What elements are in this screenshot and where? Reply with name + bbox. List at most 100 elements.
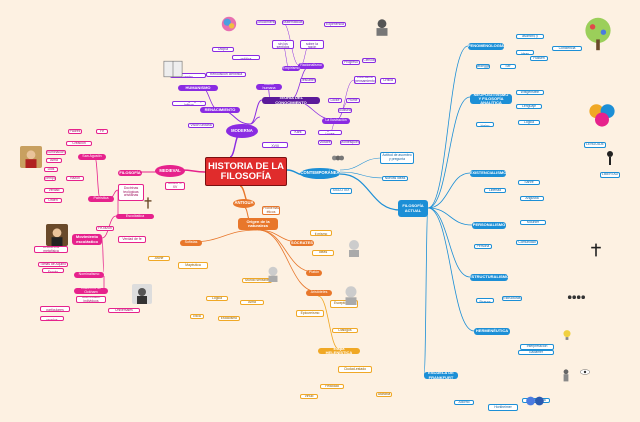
ancient-item: Escepticismo [330, 300, 358, 308]
siglo-xix-label: SIGLO XIX [330, 188, 352, 194]
aristoteles-bust-icon [340, 282, 362, 306]
teoria-conocimiento-node: TEORÍA DEL CONOCIMIENTO [262, 97, 320, 104]
connector [101, 237, 105, 273]
contemporary-item: Lenguaje [516, 104, 542, 109]
connector [427, 96, 471, 209]
connector [289, 65, 311, 101]
contemporary-item: Sartre [518, 180, 540, 185]
sofistas-node: Sofistas [180, 240, 202, 246]
brain-icon [220, 14, 238, 34]
platon-bust-icon [264, 262, 282, 284]
medieval-item: Tomás de Aquino [38, 262, 68, 267]
siglo-xv-label: SIGLO XV-XVIII [262, 142, 288, 148]
contemporary-item: Actitud de asombro y pregunta [516, 34, 544, 39]
contemporary-item: Comunidad [516, 240, 538, 245]
modern-item: Visión unitaria [188, 123, 214, 128]
empirismo-node: Empirismo [282, 66, 300, 71]
contemporary-branch: EXISTENCIALISMO [470, 170, 506, 177]
humanismo-node: HUMANISMO [178, 85, 218, 91]
contemporary-branch: PERSONALISMO [472, 222, 506, 229]
connector [427, 207, 473, 226]
modern-item: Montesquieu [340, 140, 360, 145]
ancient-item: Epicureísmo [296, 310, 324, 317]
contemporary-branch: NEOPOSITIVISMO Y FILOSOFÍA ANALÍTICA [470, 94, 512, 104]
contemporary-item: Horkheimer [488, 404, 518, 411]
siglo-v-label: SIGLO V-XV [165, 182, 185, 190]
escolastica-node: Escolástica [116, 214, 154, 219]
contemporary-branch: ESTRUCTURALISMO [470, 274, 508, 281]
modern-item: Progreso [342, 60, 360, 65]
connector [339, 173, 401, 211]
connector [339, 171, 385, 179]
connector [94, 157, 101, 199]
book-icon [160, 56, 186, 82]
thinker-icon [558, 366, 574, 384]
socrates-node: SÓCRATES [290, 240, 314, 246]
contemporary-item: Estructuras [502, 296, 522, 301]
medieval-item: Universales [108, 308, 140, 313]
medieval-item: Dios [44, 167, 58, 172]
contemporary-item: Gadamer [518, 350, 554, 355]
modern-item: Libertad & pensamiento [354, 76, 376, 84]
contemporary-item: Libertad [484, 188, 506, 193]
medieval-item: Iluminación [46, 150, 66, 155]
modern-item: Reflexión política [232, 55, 260, 60]
connector [339, 157, 383, 171]
medieval-item: Padres [68, 129, 82, 134]
contemporary-branch: FENOMENOLOGÍA [468, 43, 504, 50]
modern-item: Locke [328, 98, 342, 103]
ancient-item: Mayéutica [178, 262, 208, 269]
filosofia-medieval-node: FILOSOFÍA [118, 170, 142, 176]
contemporary-item: Adorno [454, 400, 474, 405]
razon-humana-node: Razón humana [256, 84, 282, 90]
medieval-item: Creación [66, 141, 92, 146]
connector [249, 116, 261, 125]
contemporary-item: Heidegger [476, 64, 490, 69]
philosopher-bust-icon [368, 16, 396, 38]
connector [423, 207, 429, 376]
ancient-item: Virtud [300, 394, 318, 399]
central-title: HISTORIA DE LA FILOSOFÍA [205, 157, 287, 186]
aristoteles-node: Aristóteles [306, 290, 332, 296]
modern-item: Kant [290, 130, 306, 135]
modern-item: Conocimiento [256, 20, 276, 25]
medieval-item: Nombres propios [40, 316, 64, 321]
contemporary-branch: ESCUELA DE FRANKFURT [424, 372, 458, 379]
contemporary-item: Mounier [520, 220, 546, 225]
branch-moderna: MODERNA [226, 124, 258, 138]
ockham-portrait-icon [132, 284, 152, 304]
modern-item: Descartes [300, 78, 316, 83]
contemporary-item: Wittgenstein [516, 90, 544, 95]
ancient-item: Ataraxia [376, 392, 392, 397]
filosofia-actual-node: FILOSOFÍA ACTUAL [398, 200, 428, 217]
modern-item: Experiencia [324, 22, 346, 27]
medieval-item: Razón [66, 176, 84, 181]
contemporary-item: Husserl [530, 56, 548, 61]
helenistica-node: Etapa HELENÍSTICA [318, 348, 360, 354]
libertad-figure-icon [600, 146, 620, 170]
ancient-item: Ideas [312, 250, 334, 256]
ilustracion-node: La Ilustración [322, 118, 350, 124]
asombro-node: Actitud de asombro y pregunta [380, 152, 414, 164]
contemporary-item: Ser [500, 64, 516, 69]
modern-item: Siglo de Luces [318, 130, 342, 135]
modern-item: Razón pura sin los sentidos [272, 40, 294, 49]
eye-icon [578, 366, 592, 378]
connector [249, 99, 263, 125]
ancient-item: Conócete a ti mismo [310, 230, 332, 236]
aquinas-painting-icon [46, 224, 68, 246]
antigua-label: Problemas éticos [262, 206, 280, 215]
medieval-item: Verdad [44, 188, 64, 193]
medieval-item: Tiempo [44, 176, 56, 181]
branch-medieval: MEDIEVAL [155, 165, 185, 177]
ancient-item: Diálogos [332, 328, 358, 333]
racionalismo-node: Racionalismo [298, 63, 324, 69]
ancient-item: Arché [148, 256, 170, 261]
socrates-bust-icon [344, 236, 364, 258]
ancient-item: Alma [240, 300, 264, 305]
medieval-item: Crítica a la metafísica [34, 246, 68, 253]
idea-bulb-icon [560, 326, 574, 344]
platon-node: Platón [306, 270, 322, 276]
medieval-item: Sólo existen individuos [76, 296, 106, 303]
